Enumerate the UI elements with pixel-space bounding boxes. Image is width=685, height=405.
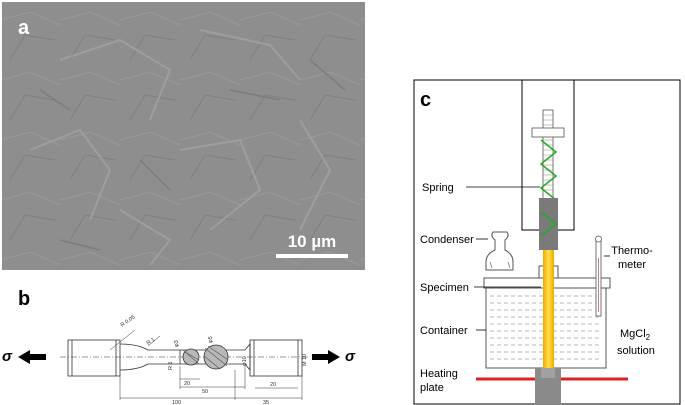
- dim-r-top: R 0.05: [120, 314, 137, 328]
- stress-symbol-left: σ: [2, 348, 13, 365]
- label-condenser: Condenser: [420, 234, 474, 246]
- label-heating-line1: Heating: [420, 368, 458, 380]
- specimen-bar: [543, 250, 554, 368]
- dim-phi5: φ5: [208, 336, 214, 343]
- condenser-body: [485, 231, 514, 271]
- dim-r-mid: R 1: [146, 337, 156, 347]
- panel-c-label: c: [420, 89, 431, 111]
- dim-phi10-a: φ10: [242, 356, 248, 366]
- label-solution-line2: solution: [617, 345, 655, 357]
- leader-lines: [466, 186, 610, 331]
- panel-a: a 10 µm: [2, 2, 365, 270]
- subscript-2: 2: [646, 333, 651, 342]
- label-heating-line2: plate: [420, 382, 444, 394]
- dim-phi10-b: M 10: [302, 354, 308, 366]
- label-spring: Spring: [422, 182, 454, 194]
- dim-phi3: φ3: [174, 340, 180, 347]
- label-solution-line1: MgCl2: [620, 328, 651, 342]
- label-thermometer-line1: Thermo-: [611, 245, 653, 257]
- label-container: Container: [420, 325, 468, 337]
- arrow-right-icon: [312, 350, 340, 364]
- panel-b-label: b: [18, 288, 30, 310]
- dim-35: 35: [263, 400, 269, 405]
- scale-bar-label: 10 µm: [288, 232, 337, 251]
- panel-b: b σ σ: [2, 288, 356, 405]
- arrow-left-icon: [18, 350, 46, 364]
- nut: [531, 127, 565, 138]
- grain-boundaries: [29, 29, 332, 266]
- dimension-lines: [109, 329, 303, 400]
- dim-20-b: 20: [270, 382, 276, 388]
- label-specimen: Specimen: [420, 282, 469, 294]
- panel-a-label: a: [18, 17, 30, 39]
- dim-r-small: R 1: [168, 361, 174, 370]
- stress-symbol-right: σ: [345, 348, 356, 365]
- dim-20: 20: [184, 381, 190, 387]
- dim-50: 50: [202, 389, 208, 395]
- dim-100: 100: [172, 400, 181, 405]
- label-thermometer-line2: meter: [618, 259, 646, 271]
- spring-holder-block: [539, 198, 558, 250]
- panel-c: c: [413, 79, 681, 405]
